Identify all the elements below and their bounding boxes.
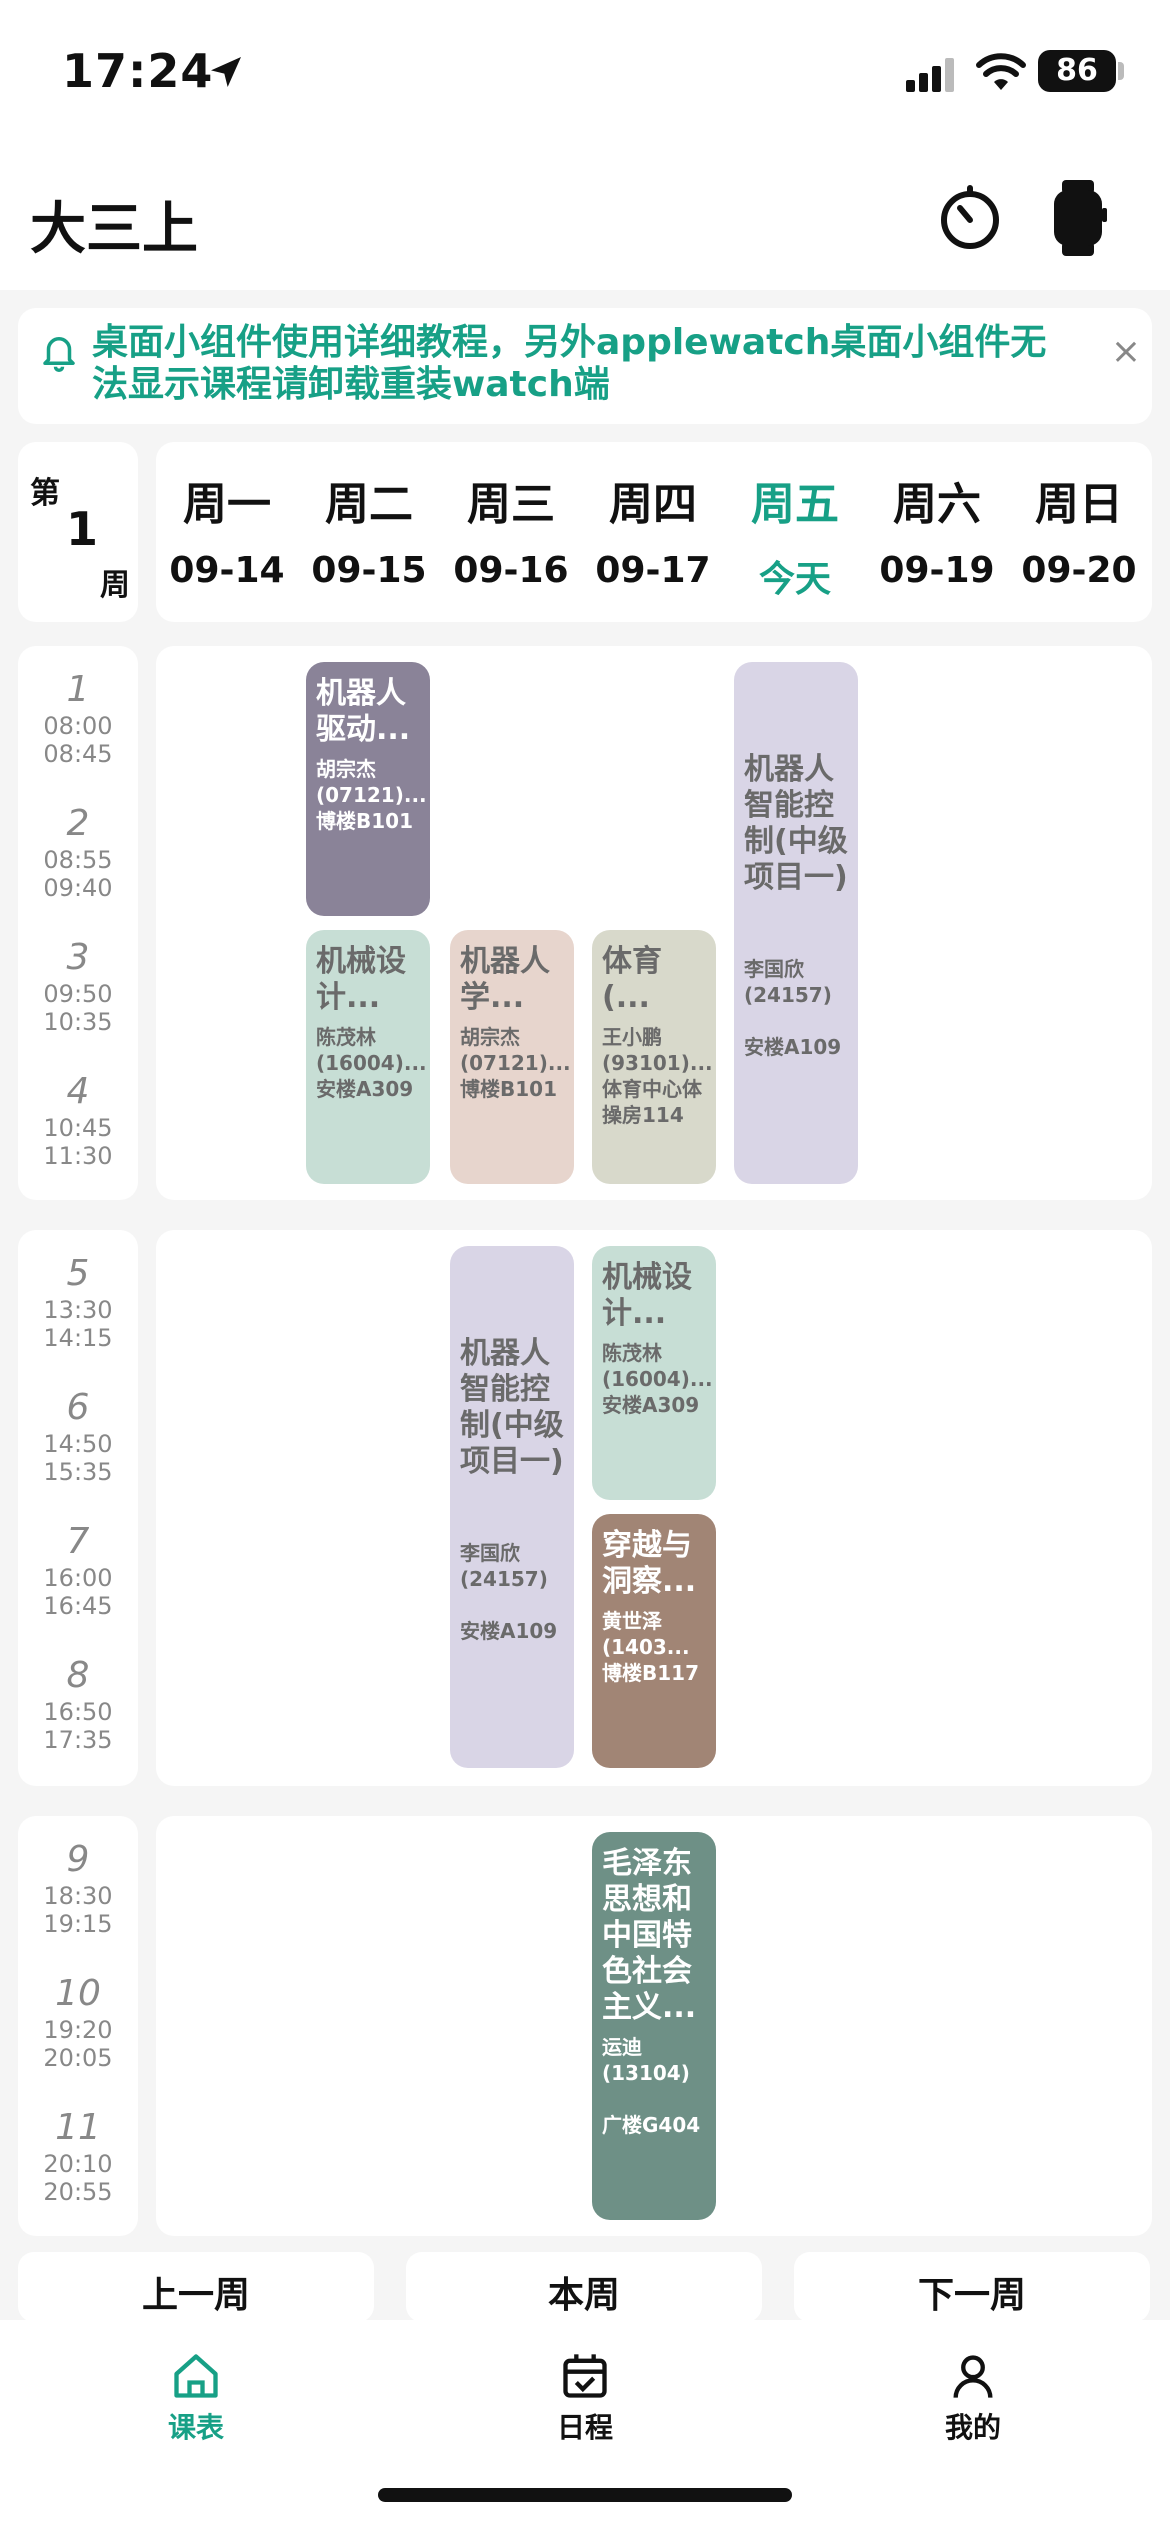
- page-title[interactable]: 大三上: [30, 197, 198, 262]
- tab-label: 课表: [167, 2411, 224, 2444]
- cellular-signal-icon: [906, 58, 954, 92]
- next-week-button[interactable]: 下一周: [794, 2252, 1150, 2322]
- time-column-evening: 9 18:30 19:15 10 19:20 20:05 11 20:10 20…: [18, 1816, 138, 2236]
- day-name: 周二: [325, 479, 413, 530]
- current-week-button[interactable]: 本周: [406, 2252, 762, 2322]
- notice-text[interactable]: 桌面小组件使用详细教程，另外applewatch桌面小组件无法显示课程请卸载重装…: [92, 322, 1047, 405]
- timer-icon[interactable]: [936, 184, 1004, 252]
- period-slot: 9 18:30 19:15: [43, 1839, 113, 1939]
- course-card[interactable]: 毛泽东思想和中国特色社会主义... 运迪 (13104) 广楼G404: [592, 1832, 716, 2220]
- schedule-grid-afternoon: 机器人智能控制(中级项目一) 李国欣 (24157) 安楼A109 机械设计..…: [156, 1230, 1152, 1786]
- tab-schedule[interactable]: 课表: [126, 2350, 266, 2460]
- period-slot: 7 16:00 16:45: [43, 1521, 113, 1621]
- tab-me[interactable]: 我的: [903, 2350, 1043, 2460]
- home-icon: [174, 2354, 218, 2398]
- weekday-header: 周一 09-14 周二 09-15 周三 09-16 周四 09-17 周五 今…: [156, 442, 1152, 622]
- day-header-mon: 周一 09-14: [156, 442, 298, 622]
- day-date: 09-15: [311, 550, 427, 591]
- day-date: 09-14: [169, 550, 285, 591]
- period-slot: 6 14:50 15:35: [43, 1387, 113, 1487]
- day-name: 周三: [467, 479, 555, 530]
- period-slot: 3 09:50 10:35: [43, 937, 113, 1037]
- course-card[interactable]: 机械设计... 陈茂林 (16004)... 安楼A309: [592, 1246, 716, 1500]
- tab-label: 我的: [944, 2411, 1001, 2444]
- calendar-check-icon: [563, 2354, 607, 2398]
- course-card[interactable]: 机器人学... 胡宗杰 (07121)... 博楼B101: [450, 930, 574, 1184]
- close-icon[interactable]: ×: [1110, 331, 1142, 372]
- day-date: 09-16: [453, 550, 569, 591]
- battery-cap: [1118, 62, 1124, 80]
- tab-label: 日程: [556, 2411, 613, 2444]
- week-indicator: 第 1 周: [18, 442, 138, 622]
- day-name: 周四: [609, 479, 697, 530]
- day-name: 周五: [751, 479, 839, 530]
- week-number: 1: [66, 502, 99, 556]
- day-header-tue: 周二 09-15: [298, 442, 440, 622]
- status-time: 17:24: [62, 44, 214, 98]
- app-header: 大三上: [0, 150, 1170, 290]
- course-card[interactable]: 体育(... 王小鹏 (93101)... 体育中心体操房114: [592, 930, 716, 1184]
- home-indicator[interactable]: [378, 2488, 792, 2502]
- person-icon: [953, 2355, 993, 2398]
- day-date: 09-17: [595, 550, 711, 591]
- day-header-thu: 周四 09-17: [582, 442, 724, 622]
- prev-week-button[interactable]: 上一周: [18, 2252, 374, 2322]
- schedule-grid-morning: 机器人驱动... 胡宗杰 (07121)... 博楼B101 机械设计... 陈…: [156, 646, 1152, 1200]
- week-suffix: 周: [100, 568, 130, 603]
- course-card[interactable]: 穿越与洞察... 黄世泽 (1403... 博楼B117: [592, 1514, 716, 1768]
- bell-icon: [43, 337, 75, 372]
- day-name: 周日: [1035, 479, 1123, 530]
- day-name: 周一: [183, 479, 271, 530]
- course-card[interactable]: 机器人智能控制(中级项目一) 李国欣 (24157) 安楼A109: [450, 1246, 574, 1768]
- time-column-morning: 1 08:00 08:45 2 08:55 09:40 3 09:50 10:3…: [18, 646, 138, 1200]
- notice-banner[interactable]: 桌面小组件使用详细教程，另外applewatch桌面小组件无法显示课程请卸载重装…: [18, 308, 1152, 424]
- day-header-wed: 周三 09-16: [440, 442, 582, 622]
- course-card[interactable]: 机器人驱动... 胡宗杰 (07121)... 博楼B101: [306, 662, 430, 916]
- period-slot: 10 19:20 20:05: [43, 1973, 113, 2073]
- day-date: 今天: [758, 559, 831, 600]
- period-slot: 2 08:55 09:40: [43, 803, 113, 903]
- course-card[interactable]: 机器人智能控制(中级项目一) 李国欣 (24157) 安楼A109: [734, 662, 858, 1184]
- period-slot: 4 10:45 11:30: [43, 1071, 113, 1171]
- schedule-grid-evening: 毛泽东思想和中国特色社会主义... 运迪 (13104) 广楼G404: [156, 1816, 1152, 2236]
- tab-bar: 课表 日程 我的: [0, 2320, 1170, 2532]
- tab-agenda[interactable]: 日程: [515, 2350, 655, 2460]
- day-header-sun: 周日 09-20: [1008, 442, 1150, 622]
- watch-icon[interactable]: [1048, 178, 1108, 258]
- day-date: 09-19: [879, 550, 995, 591]
- time-column-afternoon: 5 13:30 14:15 6 14:50 15:35 7 16:00 16:4…: [18, 1230, 138, 1786]
- day-date: 09-20: [1021, 550, 1137, 591]
- course-card[interactable]: 机械设计... 陈茂林 (16004)... 安楼A309: [306, 930, 430, 1184]
- period-slot: 5 13:30 14:15: [43, 1253, 113, 1353]
- day-header-sat: 周六 09-19: [866, 442, 1008, 622]
- battery-icon: 86: [1038, 50, 1116, 92]
- week-prefix: 第: [30, 476, 60, 511]
- period-slot: 1 08:00 08:45: [43, 669, 113, 769]
- day-header-fri: 周五 今天: [724, 442, 866, 622]
- period-slot: 11 20:10 20:55: [43, 2107, 113, 2207]
- wifi-icon: [976, 53, 1026, 90]
- location-arrow-icon: [211, 57, 241, 87]
- status-bar: 17:24 86: [0, 0, 1170, 150]
- day-name: 周六: [893, 479, 981, 530]
- period-slot: 8 16:50 17:35: [43, 1655, 113, 1755]
